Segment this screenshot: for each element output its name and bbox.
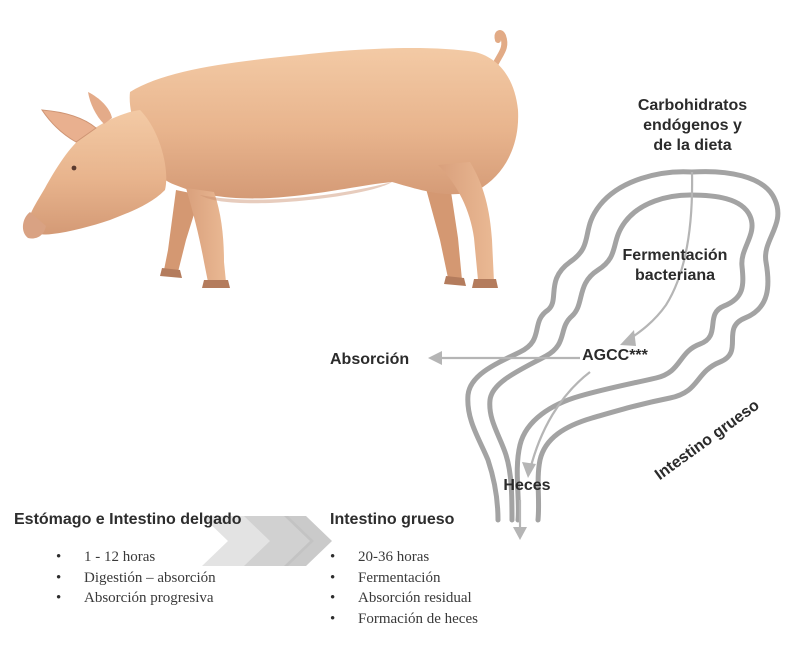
absorption-label: Absorción [330,351,410,368]
bullet-list-left: 1 - 12 horas Digestión – absorción Absor… [56,547,254,609]
agcc-label: AGCC*** [582,347,648,364]
carbohydrates-line-3: de la dieta [653,137,732,154]
list-item: 1 - 12 horas [56,547,254,568]
fermentation-label: Fermentación bacteriana [600,246,750,286]
list-item: Formación de heces [330,609,550,630]
list-item: Absorción residual [330,588,550,609]
section-title-right: Intestino grueso [330,511,455,528]
section-large-intestine: Intestino grueso 20-36 horas Fermentació… [330,511,550,629]
feces-label: Heces [503,477,551,494]
list-item: 20-36 horas [330,547,550,568]
section-stomach-small-intestine: Estómago e Intestino delgado 1 - 12 hora… [14,511,254,609]
carbohydrates-line-2: endógenos y [643,117,742,134]
fermentation-line-1: Fermentación [622,247,728,264]
section-title-left: Estómago e Intestino delgado [14,511,242,528]
bullet-list-right: 20-36 horas Fermentación Absorción resid… [330,547,550,629]
chevron-arrows [202,516,332,566]
list-item: Absorción progresiva [56,588,254,609]
pig-illustration [22,30,519,288]
list-item: Fermentación [330,568,550,589]
flow-arrows [438,171,694,532]
list-item: Digestión – absorción [56,568,254,589]
large-intestine-outline [465,169,781,523]
arrowheads [428,330,636,540]
carbohydrates-line-1: Carbohidratos [637,97,748,114]
fermentation-line-2: bacteriana [634,267,716,284]
carbohydrates-label: Carbohidratos endógenos y de la dieta [610,96,775,156]
